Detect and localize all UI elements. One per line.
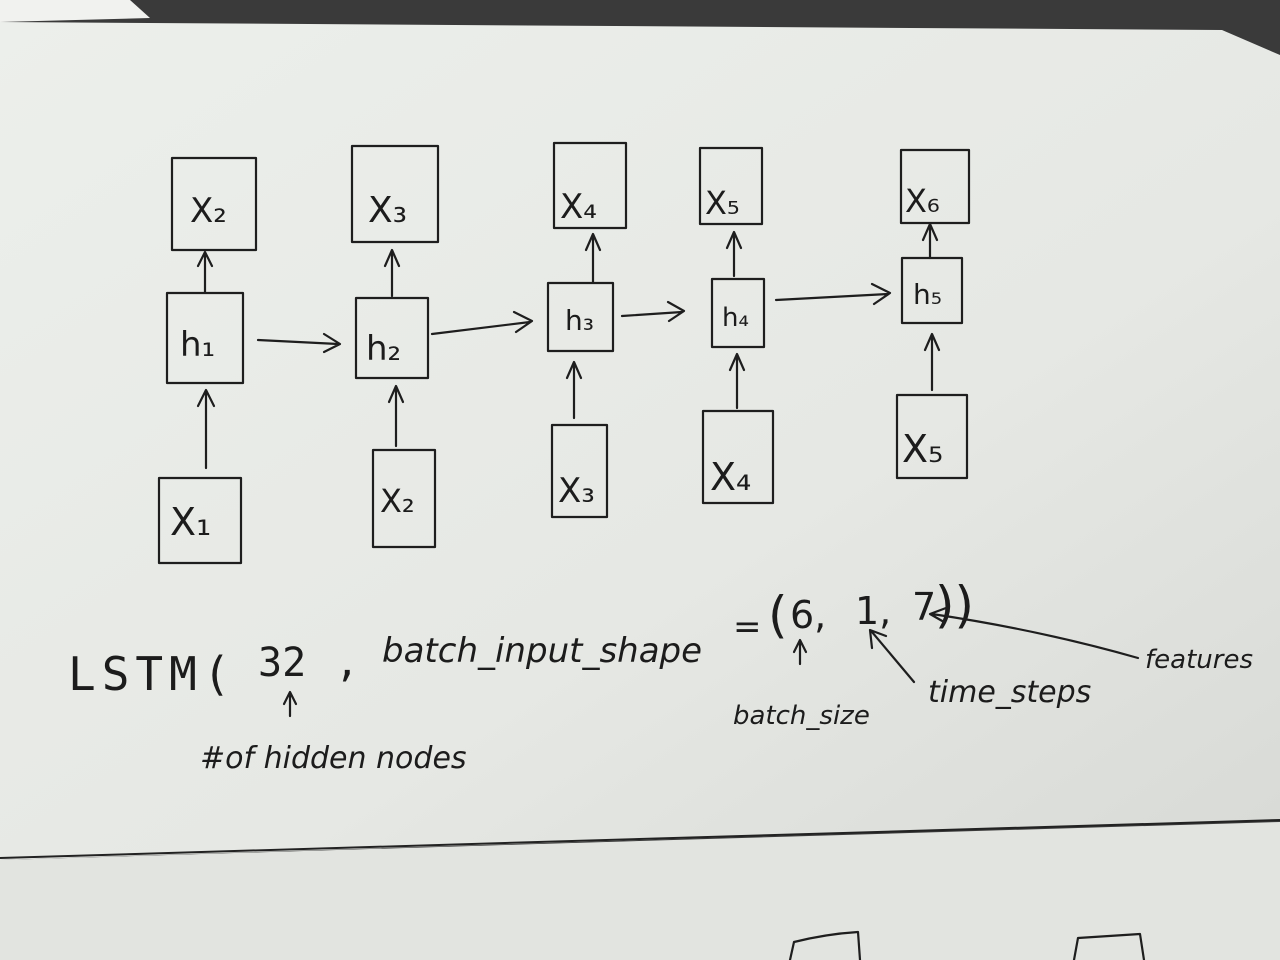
- timestep-column-5: X₆ h₅ X₅: [895, 148, 971, 480]
- hidden-label: h₃: [565, 304, 594, 337]
- input-box: [550, 423, 609, 519]
- input-to-hidden-arrow: [728, 352, 746, 410]
- hidden-label: h₄: [722, 303, 749, 333]
- hidden-to-output-arrow: [383, 248, 401, 298]
- formula-argname: batch_input_shape: [382, 631, 702, 671]
- hidden-to-output-arrow: [584, 232, 602, 284]
- partial-box-right: [1072, 932, 1146, 960]
- output-box: [698, 146, 764, 226]
- output-label: X₂: [190, 191, 227, 231]
- input-label: X₄: [710, 455, 751, 499]
- formula-units: 32: [258, 640, 306, 686]
- output-box: [170, 156, 258, 252]
- input-to-hidden-arrow: [923, 332, 941, 392]
- timestep-column-2: X₃ h₂ X₂: [350, 144, 534, 549]
- top-paper-strip: [0, 0, 150, 22]
- input-label: X₁: [170, 500, 211, 544]
- hidden-to-next-arrow: [774, 282, 892, 306]
- hidden-label: h₅: [913, 278, 942, 311]
- lower-paper-sheet: [0, 822, 1280, 960]
- formula-steps: 1,: [855, 589, 891, 633]
- input-box: [157, 476, 243, 565]
- partial-box-left: [788, 930, 862, 960]
- batch-annotation-label: batch_size: [733, 701, 870, 731]
- output-label: X₃: [368, 190, 407, 231]
- timestep-column-3: X₄ h₃ X₃: [546, 141, 686, 519]
- input-to-hidden-arrow: [196, 388, 216, 470]
- hidden-box: [710, 277, 766, 349]
- output-label: X₅: [705, 184, 740, 222]
- timestep-column-1: X₂ h₁ X₁: [157, 156, 342, 565]
- formula-close-parens: )): [935, 576, 974, 634]
- output-box: [350, 144, 440, 244]
- formula-prefix: LSTM(: [68, 647, 236, 701]
- formula-comma: ,: [335, 640, 359, 686]
- features-annotation-label: features: [1145, 645, 1253, 675]
- hidden-box: [354, 296, 430, 380]
- paper-edge: [0, 819, 1280, 859]
- hidden-to-output-arrow: [725, 230, 743, 278]
- output-label: X₆: [905, 182, 940, 220]
- hidden-label: h₁: [180, 325, 215, 365]
- input-label: X₃: [558, 471, 595, 511]
- lstm-formula: LSTM( 32 , batch_input_shape = ( 6, 1, 7…: [68, 576, 974, 701]
- hidden-label: h₂: [366, 329, 401, 369]
- hidden-to-next-arrow: [256, 332, 342, 354]
- hidden-to-output-arrow: [921, 222, 939, 260]
- input-label: X₂: [380, 482, 415, 520]
- hidden-box: [546, 281, 615, 353]
- input-box: [895, 393, 969, 480]
- steps-annotation-label: time_steps: [928, 675, 1091, 710]
- paper-sheet: [0, 22, 1280, 860]
- formula-equals: =: [733, 607, 762, 647]
- output-box: [552, 141, 628, 230]
- output-box: [899, 148, 971, 225]
- input-label: X₅: [902, 427, 943, 471]
- hidden-to-next-arrow: [620, 300, 686, 323]
- formula-batch: 6,: [790, 593, 826, 637]
- units-annotation-arrow: [282, 690, 298, 718]
- input-to-hidden-arrow: [565, 360, 583, 420]
- units-annotation-label: #of hidden nodes: [200, 741, 467, 776]
- features-annotation-arrow: [928, 606, 1140, 660]
- formula-open-paren: (: [768, 586, 788, 644]
- input-to-hidden-arrow: [387, 384, 405, 448]
- input-box: [701, 409, 775, 505]
- hidden-to-output-arrow: [196, 250, 214, 294]
- steps-annotation-arrow: [868, 628, 916, 684]
- batch-annotation-arrow: [792, 638, 808, 666]
- input-box: [371, 448, 437, 549]
- hidden-to-next-arrow: [430, 310, 534, 336]
- timestep-column-4: X₅ h₄ X₄: [698, 146, 892, 505]
- hidden-box: [900, 256, 964, 325]
- output-label: X₄: [560, 187, 597, 227]
- formula-features: 7: [912, 585, 936, 629]
